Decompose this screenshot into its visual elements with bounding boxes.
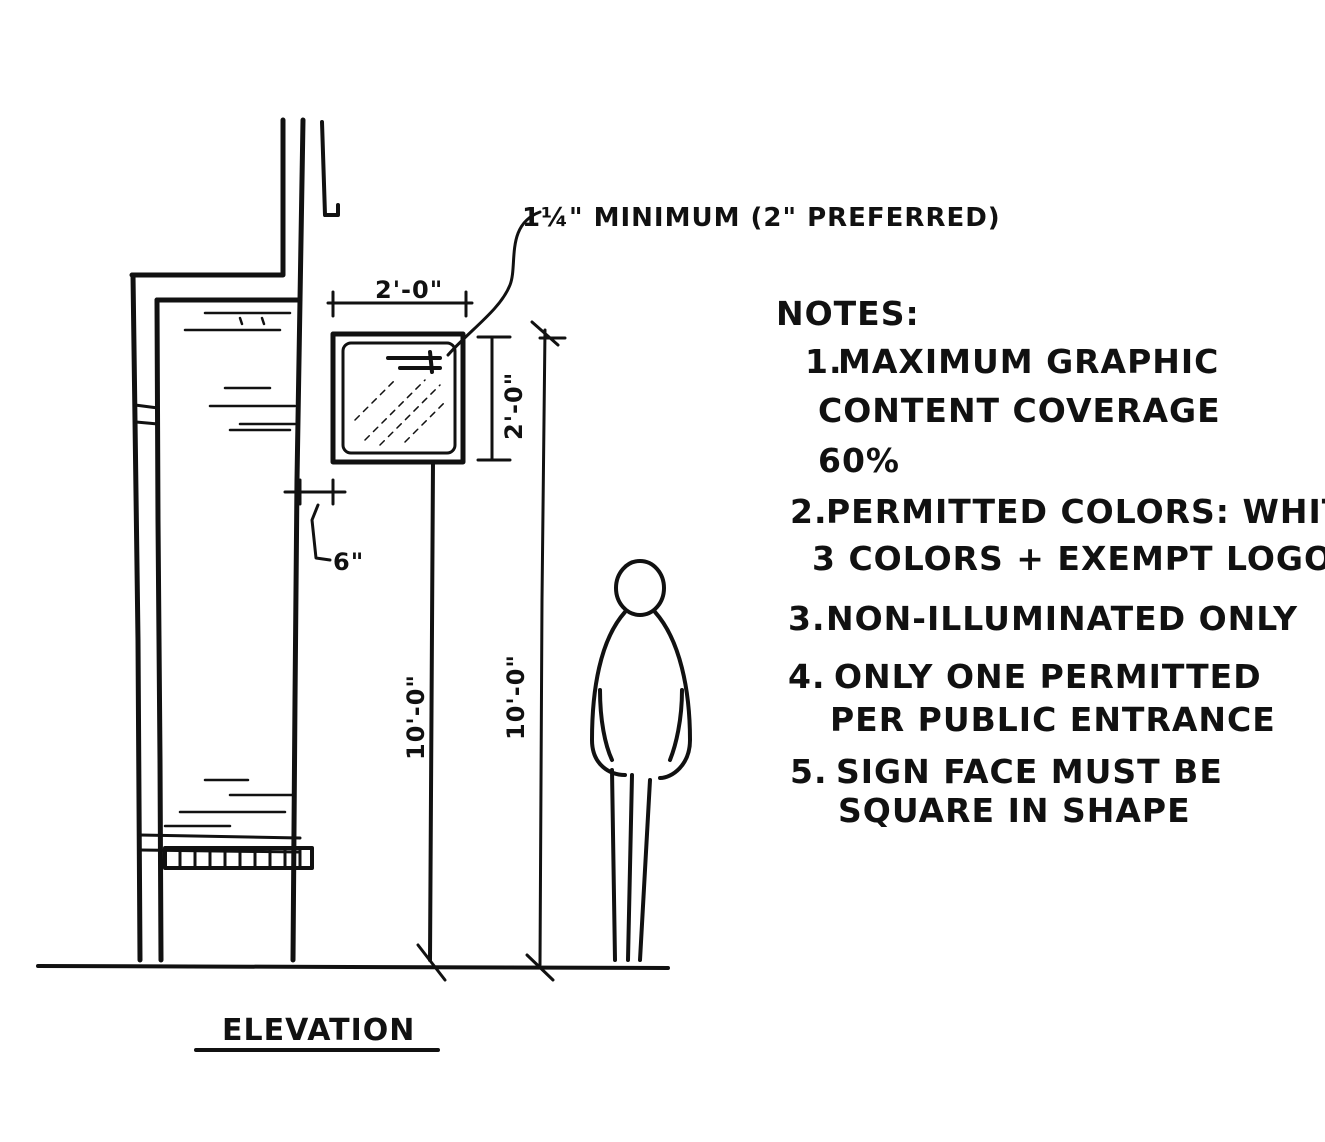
note-item-4: 4. ONLY ONE PERMITTED PER PUBLIC ENTRANC…: [788, 657, 1276, 739]
blade-sign: [330, 331, 466, 962]
sign-width-dimension: 2'-0": [326, 276, 474, 318]
svg-text:2.: 2.: [790, 492, 828, 531]
notes-heading: NOTES:: [776, 294, 920, 333]
callout-leader: 1¼" MINIMUM (2" PREFERRED): [446, 203, 1001, 357]
drawing-caption: ELEVATION: [194, 1013, 440, 1052]
ground-line: [36, 964, 670, 970]
svg-text:4.: 4.: [788, 657, 826, 696]
sign-clearance-dimension: 10'-0": [402, 674, 447, 982]
note-item-2: 2. PERMITTED COLORS: WHITE + 3 COLORS + …: [790, 492, 1325, 578]
offset-dimension: 6": [283, 478, 364, 576]
ceiling-clearance-label: 10'-0": [502, 654, 530, 740]
svg-text:MAXIMUM GRAPHIC: MAXIMUM GRAPHIC: [838, 342, 1219, 381]
building-wall: [129, 117, 340, 963]
notes-block: NOTES: 1. MAXIMUM GRAPHIC CONTENT COVERA…: [776, 294, 1325, 830]
note-item-5: 5. SIGN FACE MUST BE SQUARE IN SHAPE: [790, 752, 1223, 830]
svg-text:3 COLORS + EXEMPT LOGO: 3 COLORS + EXEMPT LOGO: [812, 539, 1325, 578]
wall-texture: [163, 311, 297, 828]
offset-label: 6": [333, 548, 364, 576]
svg-text:NON-ILLUMINATED ONLY: NON-ILLUMINATED ONLY: [826, 599, 1298, 638]
note-item-3: 3. NON-ILLUMINATED ONLY: [788, 599, 1298, 638]
svg-text:PERMITTED COLORS: WHITE +: PERMITTED COLORS: WHITE +: [826, 492, 1325, 531]
ceiling-clearance-dimension: 10'-0": [502, 320, 567, 982]
callout-label: 1¼" MINIMUM (2" PREFERRED): [522, 203, 1001, 233]
caption-label: ELEVATION: [222, 1013, 415, 1048]
note-item-1: 1. MAXIMUM GRAPHIC CONTENT COVERAGE 60%: [805, 342, 1221, 480]
sign-clearance-label: 10'-0": [402, 674, 430, 760]
svg-text:SQUARE IN SHAPE: SQUARE IN SHAPE: [838, 791, 1191, 830]
svg-text:5.: 5.: [790, 752, 828, 791]
svg-text:CONTENT COVERAGE: CONTENT COVERAGE: [818, 391, 1221, 430]
svg-text:1.: 1.: [805, 342, 843, 381]
bench: [163, 846, 314, 870]
person-figure: [590, 559, 692, 962]
svg-text:ONLY ONE PERMITTED: ONLY ONE PERMITTED: [834, 657, 1262, 696]
svg-text:SIGN FACE MUST BE: SIGN FACE MUST BE: [836, 752, 1223, 791]
sign-height-label: 2'-0": [500, 372, 528, 440]
svg-text:60%: 60%: [818, 441, 900, 480]
svg-text:PER PUBLIC ENTRANCE: PER PUBLIC ENTRANCE: [830, 700, 1276, 739]
sign-height-dimension: 2'-0": [476, 335, 528, 462]
sign-width-label: 2'-0": [375, 276, 443, 304]
svg-text:3.: 3.: [788, 599, 826, 638]
